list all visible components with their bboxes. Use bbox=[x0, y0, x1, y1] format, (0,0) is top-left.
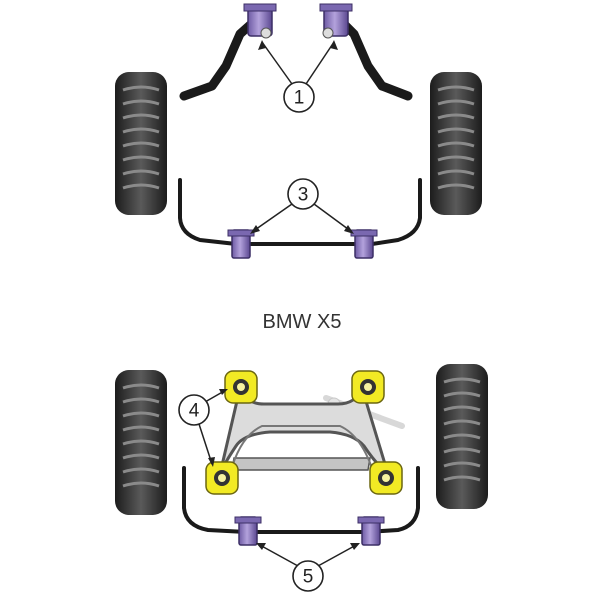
leader-line bbox=[305, 41, 335, 85]
front-left-arm bbox=[179, 13, 263, 101]
rear-anti-roll-bar bbox=[182, 466, 420, 534]
front-axle: 1 3 bbox=[115, 3, 482, 259]
yellow-bush-icon bbox=[205, 461, 239, 495]
rear-right-tyre-icon bbox=[436, 364, 488, 509]
callout-5-label: 5 bbox=[303, 567, 314, 588]
front-right-tyre-icon bbox=[430, 72, 482, 215]
diagram-title: BMW X5 bbox=[263, 311, 342, 333]
purple-bush-icon bbox=[243, 3, 277, 39]
purple-bush-icon bbox=[227, 229, 255, 259]
purple-bush-icon bbox=[357, 516, 385, 546]
callout-4-label: 4 bbox=[189, 401, 200, 422]
purple-bush-icon bbox=[319, 3, 353, 39]
callout-3: 3 bbox=[287, 178, 319, 210]
yellow-bush-icon bbox=[369, 461, 403, 495]
callout-1-label: 1 bbox=[294, 88, 305, 109]
callout-5: 5 bbox=[292, 560, 324, 592]
purple-bush-icon bbox=[234, 516, 262, 546]
callout-4: 4 bbox=[178, 394, 210, 426]
callout-3-label: 3 bbox=[298, 185, 309, 206]
yellow-bush-icon bbox=[224, 370, 258, 404]
callout-1: 1 bbox=[283, 81, 315, 113]
rear-axle: 4 5 bbox=[115, 364, 488, 592]
rear-subframe bbox=[218, 386, 390, 476]
front-anti-roll-bar bbox=[178, 178, 422, 246]
yellow-bush-icon bbox=[351, 370, 385, 404]
rear-left-tyre-icon bbox=[115, 370, 167, 515]
front-left-tyre-icon bbox=[115, 72, 167, 215]
purple-bush-icon bbox=[350, 229, 378, 259]
leader-line bbox=[261, 41, 293, 85]
